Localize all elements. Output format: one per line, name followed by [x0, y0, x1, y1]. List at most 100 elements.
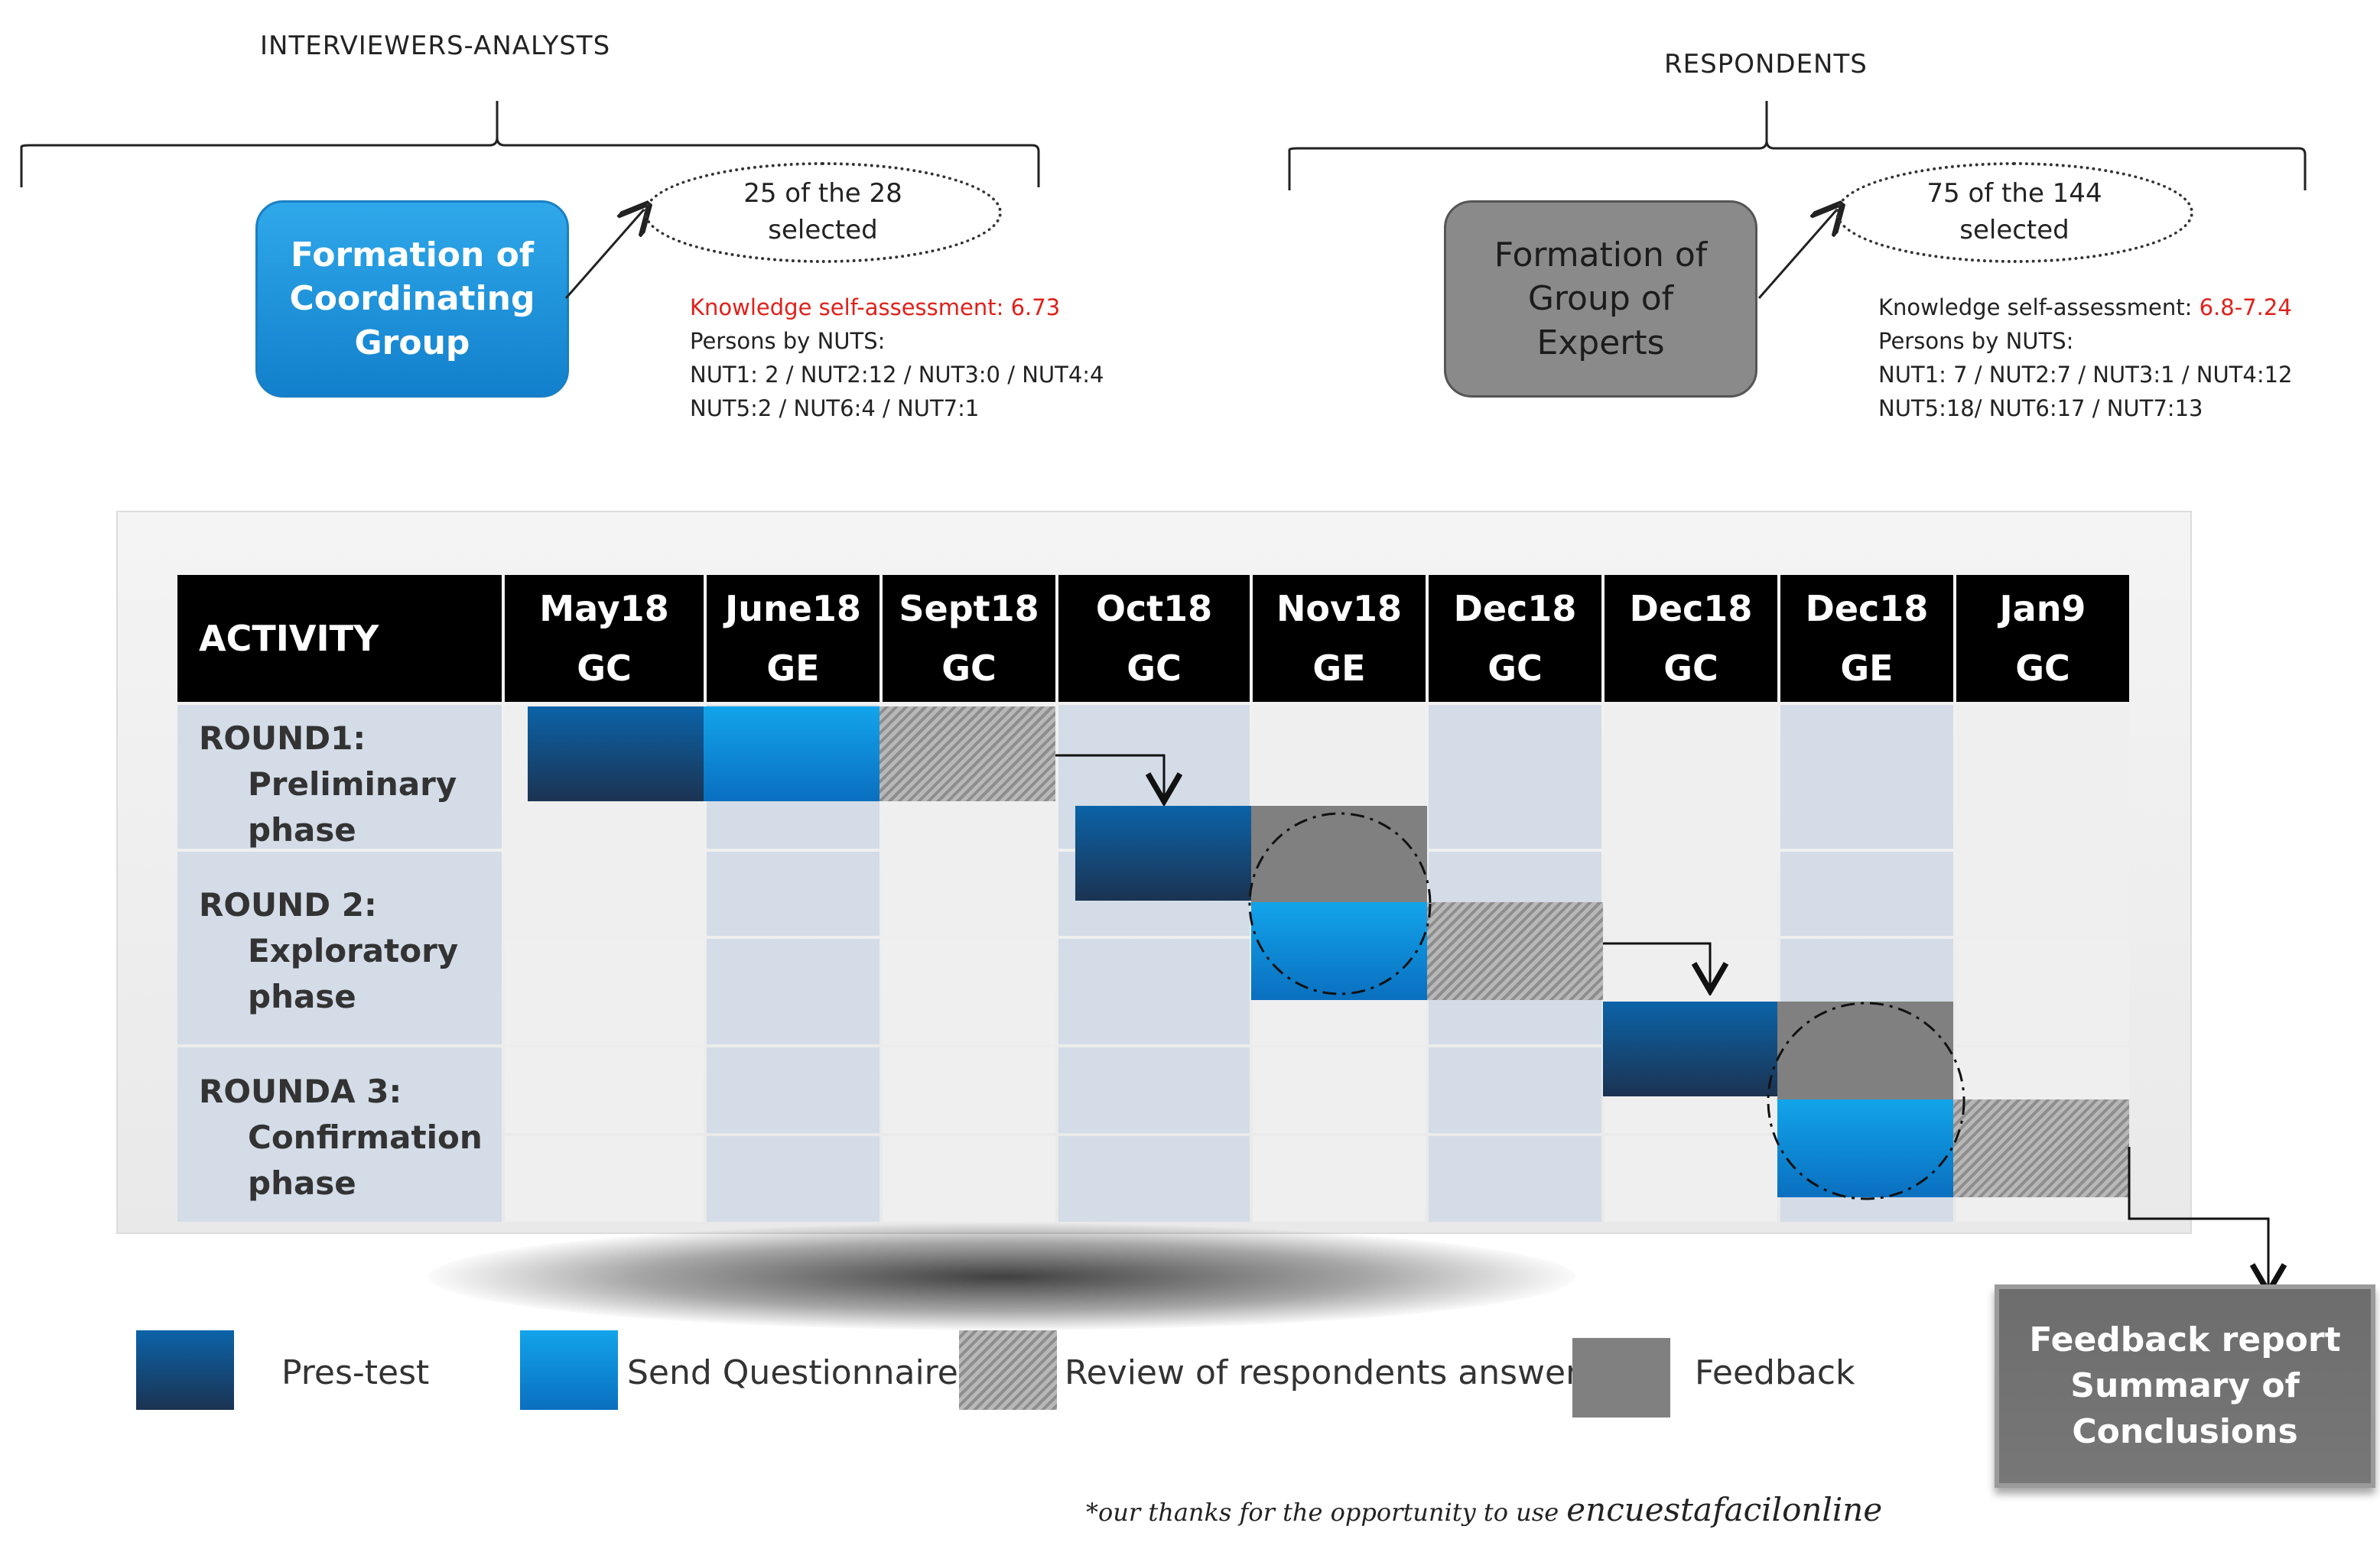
grid-cell	[1429, 705, 1601, 849]
column-group: GC	[577, 648, 632, 689]
round1-review-bar	[879, 706, 1055, 801]
footnote-text: *our thanks for the opportunity to use	[1086, 1498, 1567, 1527]
grid-cell	[1253, 1136, 1426, 1222]
round2-send-bar	[1251, 902, 1427, 1000]
column-group: GC	[941, 648, 997, 689]
persons-label: Persons by NUTS:	[690, 328, 886, 354]
right-arrow	[1757, 199, 1851, 299]
column-month: Sept18	[899, 588, 1039, 629]
round-3-label: ROUNDA 3: Confirmation phase	[177, 1047, 502, 1222]
round2-to-round3-arrow	[1603, 942, 1710, 991]
legend-pretest-label: Pres-test	[281, 1353, 430, 1392]
grid-cell	[707, 1047, 879, 1133]
round2-pretest-bar	[1075, 806, 1251, 901]
column-month: Nov18	[1276, 588, 1403, 629]
grid-cell	[883, 852, 1055, 936]
round1-send-bar	[704, 706, 879, 801]
round-1-label: ROUND1: Preliminary phase	[177, 705, 502, 849]
column-group: GC	[1488, 648, 1543, 689]
panel-shadow	[428, 1223, 1575, 1330]
grid-cell	[1253, 1047, 1426, 1133]
grid-cell	[1058, 1047, 1250, 1133]
legend-feedback-label: Feedback	[1695, 1353, 1855, 1392]
round3-pretest-bar	[1603, 1002, 1777, 1096]
grid-cell	[505, 1136, 704, 1222]
left-brace	[20, 101, 1040, 187]
round-title: ROUND1:	[199, 719, 366, 757]
column-group: GE	[1312, 648, 1366, 689]
knowledge-value: 6.73	[1010, 294, 1061, 320]
left-arrow	[564, 199, 658, 299]
column-month: May18	[539, 588, 669, 629]
interviewers-analysts-header: INTERVIEWERS-ANALYSTS	[260, 31, 611, 61]
column-group: GC	[2015, 648, 2070, 689]
legend-send-label: Send Questionnaires	[627, 1353, 976, 1392]
grid-cell	[883, 1047, 1055, 1133]
column-group: GE	[766, 648, 820, 689]
column-month: Dec18	[1453, 588, 1577, 629]
left-selected-ellipse: 25 of the 28 selected	[644, 162, 1002, 263]
grid-cell	[1956, 852, 2129, 936]
round-2-label: ROUND 2: Exploratory phase	[177, 852, 502, 1044]
round-phase-line: Preliminary	[248, 765, 457, 803]
column-group: GC	[1663, 648, 1718, 689]
grid-cell	[505, 852, 704, 936]
persons-label: Persons by NUTS:	[1878, 328, 2074, 354]
left-info-block: Knowledge self-assessment: 6.73 Persons …	[690, 291, 1104, 425]
footnote: *our thanks for the opportunity to use e…	[1086, 1491, 1882, 1528]
grid-cell	[707, 939, 879, 1044]
legend-review-swatch	[959, 1330, 1057, 1410]
round-phase-line: Confirmation	[248, 1119, 483, 1156]
column-month: Dec18	[1805, 588, 1929, 629]
grid-cell	[1780, 852, 1953, 936]
activity-header: ACTIVITY	[177, 575, 502, 702]
grid-cell	[1605, 852, 1777, 936]
round-phase-line: phase	[248, 978, 356, 1015]
grid-cell	[1956, 939, 2129, 1044]
nuts-line-2: NUT5:2 / NUT6:4 / NUT7:1	[690, 395, 980, 421]
column-group: GE	[1840, 648, 1894, 689]
knowledge-value: 6.8-7.24	[2199, 294, 2292, 320]
column-month: Oct18	[1095, 588, 1213, 629]
round3-review-bar	[1953, 1099, 2129, 1197]
footnote-brand: encuestafacilonline	[1566, 1491, 1883, 1528]
grid-cell	[1605, 705, 1777, 849]
round-phase-line: phase	[248, 1164, 356, 1202]
legend-send-swatch	[520, 1330, 618, 1410]
grid-cell	[505, 1047, 704, 1133]
round2-feedback-circle	[1248, 812, 1432, 995]
respondents-header: RESPONDENTS	[1664, 49, 1868, 80]
coordinating-group-box: Formation of Coordinating Group	[255, 200, 569, 398]
legend-pretest-swatch	[136, 1330, 234, 1410]
grid-cell	[883, 939, 1055, 1044]
round2-feedback-bar	[1251, 806, 1427, 902]
grid-cell	[1956, 705, 2129, 849]
column-month: Dec18	[1629, 588, 1753, 629]
grid-cell	[505, 939, 704, 1044]
feedback-report-box: Feedback report Summary of Conclusions	[1995, 1284, 2375, 1488]
grid-cell	[1058, 939, 1250, 1044]
grid-cell	[1429, 1047, 1601, 1133]
to-final-report-arrow	[2128, 1147, 2268, 1292]
column-month: June18	[725, 588, 861, 629]
grid-cell	[1429, 1136, 1601, 1222]
legend-review-label: Review of respondents answers	[1065, 1353, 1598, 1392]
right-info-block: Knowledge self-assessment: 6.8-7.24 Pers…	[1878, 291, 2293, 425]
grid-cell	[1780, 705, 1953, 849]
column-month: Jan9	[1999, 588, 2086, 629]
round1-pretest-bar	[528, 706, 704, 801]
nuts-line-1: NUT1: 2 / NUT2:12 / NUT3:0 / NUT4:4	[690, 362, 1104, 388]
round-phase-line: phase	[248, 811, 356, 849]
grid-cell	[707, 1136, 879, 1222]
grid-cell	[707, 852, 879, 936]
round3-feedback-circle	[1767, 1002, 1965, 1200]
round2-review-bar	[1427, 902, 1603, 1000]
